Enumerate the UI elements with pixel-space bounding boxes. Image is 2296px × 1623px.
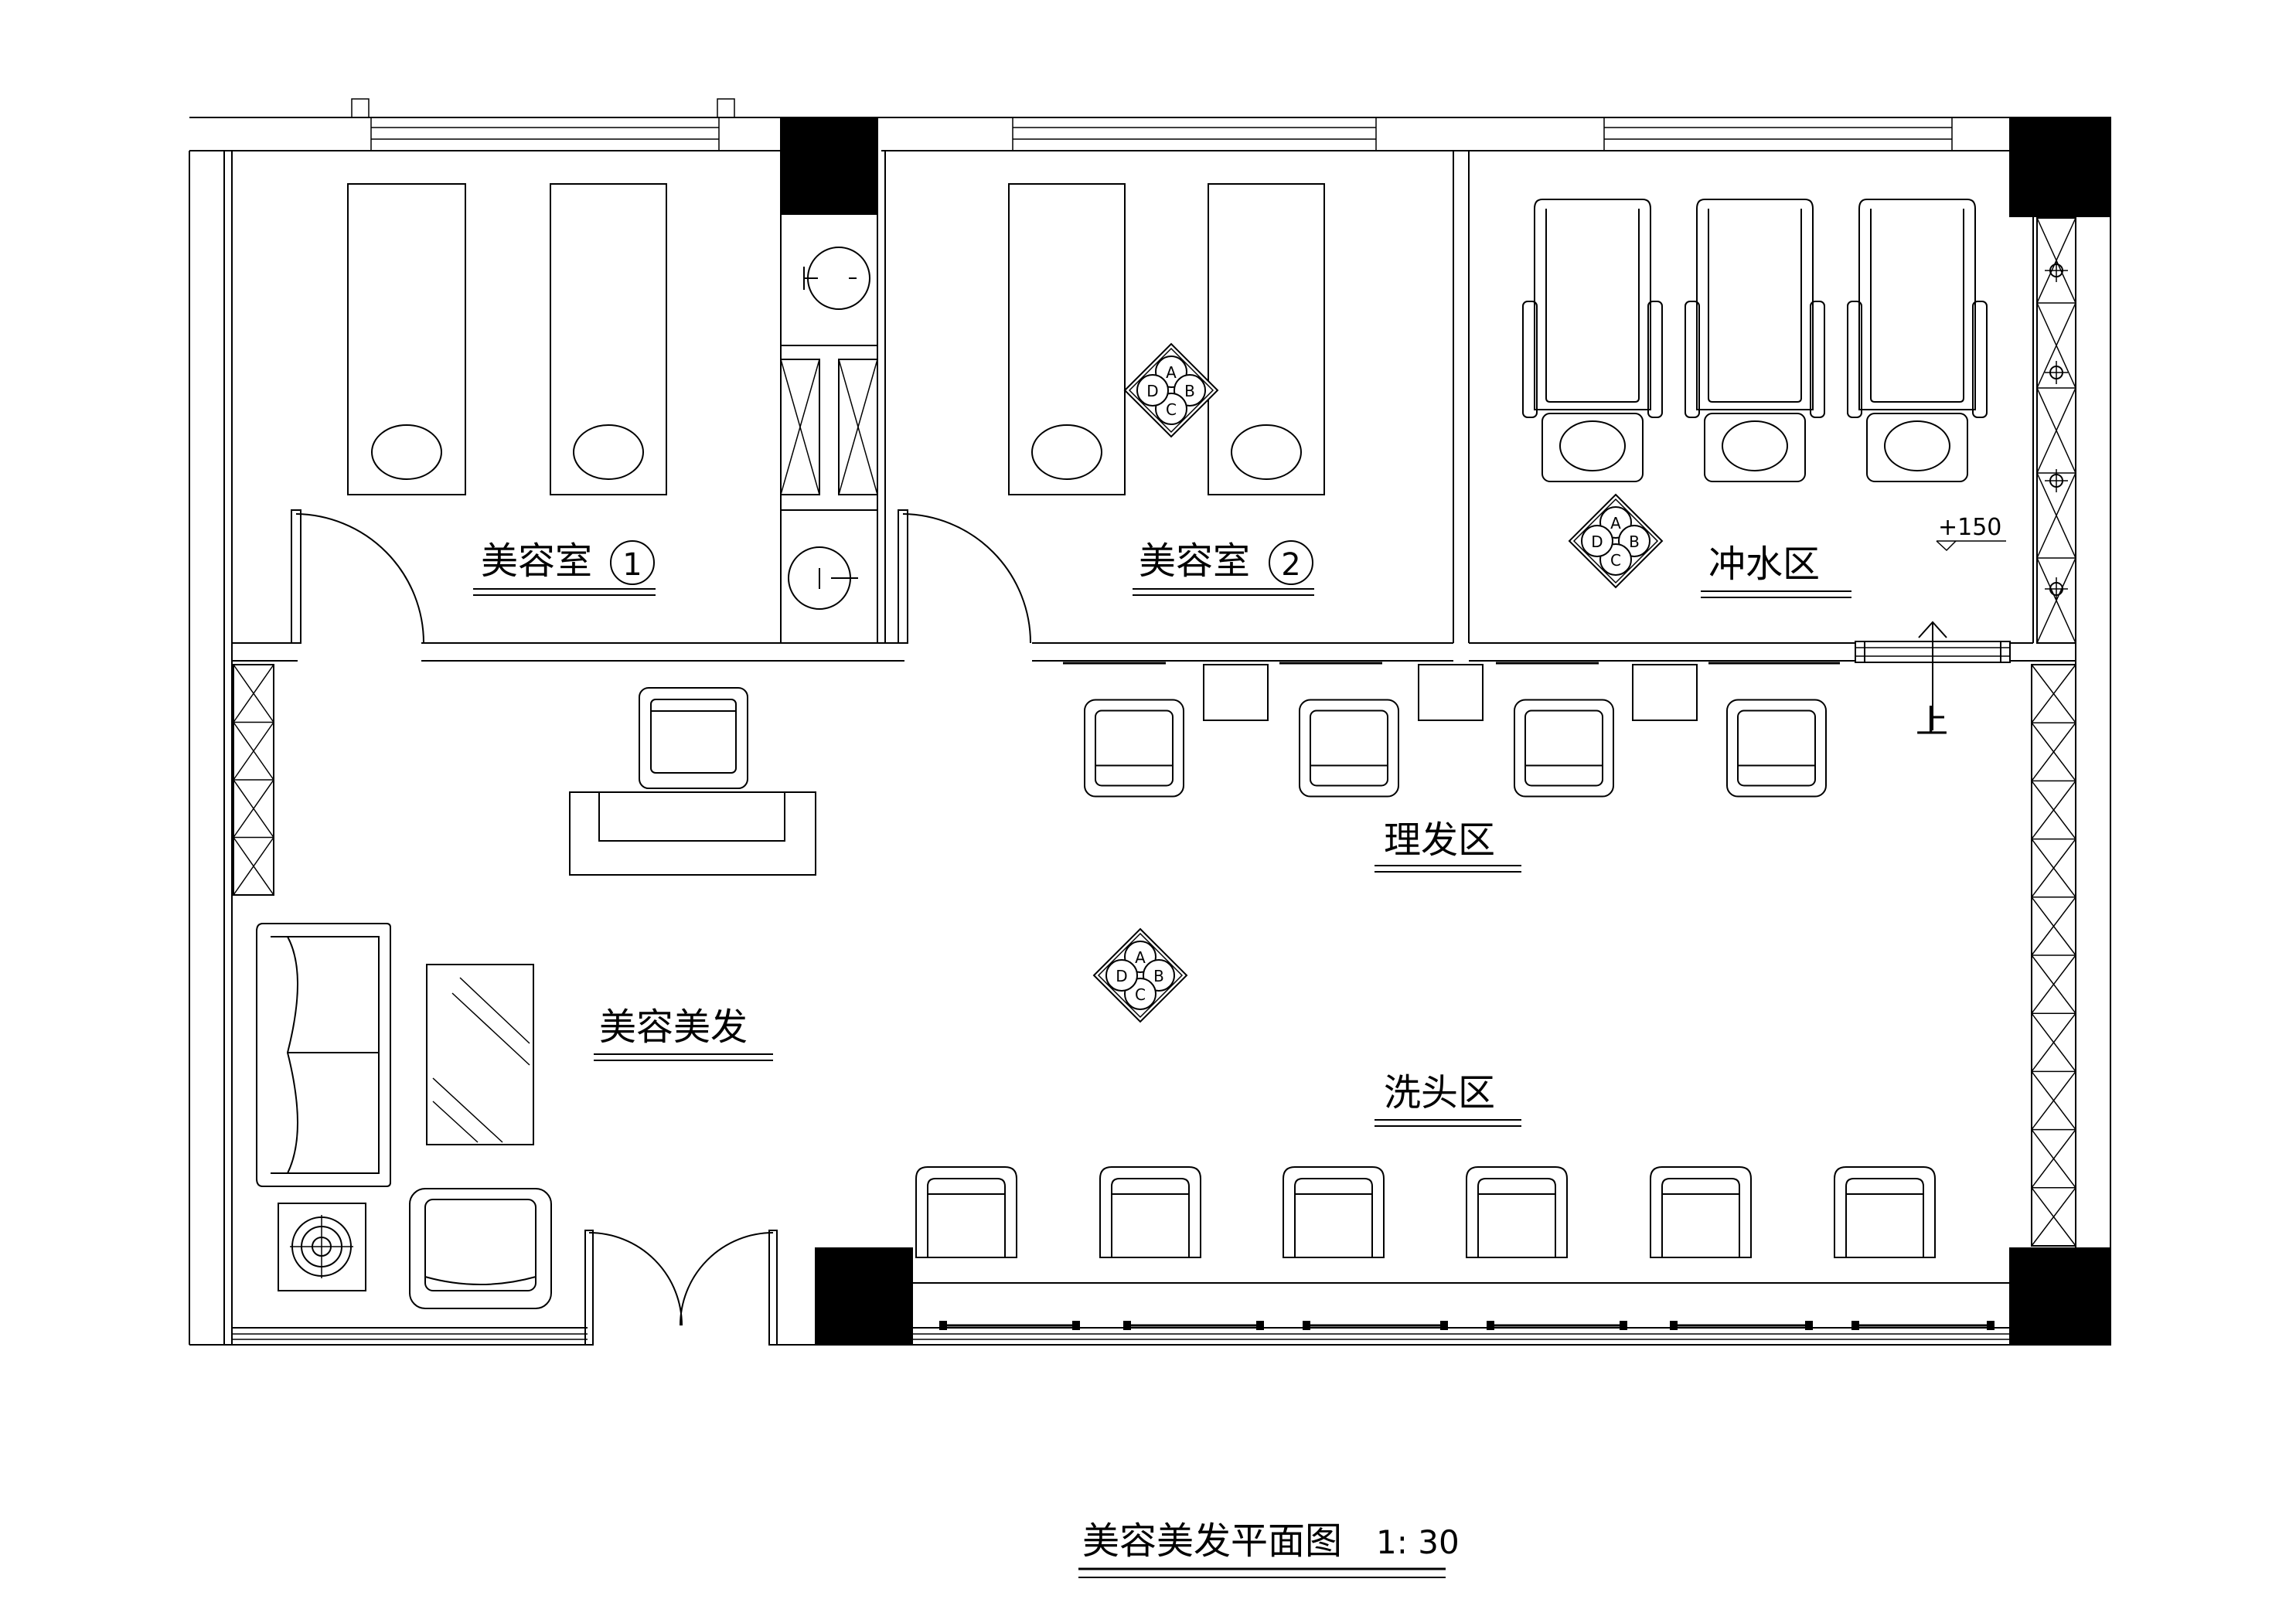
armchair[interactable] bbox=[409, 1188, 552, 1309]
room-label-haircut: 理发区 bbox=[1384, 818, 1495, 862]
side-table-lamp bbox=[278, 1203, 366, 1291]
haircut-chair[interactable] bbox=[1726, 699, 1827, 798]
sprinkler-letter: C bbox=[1135, 985, 1146, 1004]
reception-chair[interactable] bbox=[639, 687, 748, 789]
sprinkler-letter: B bbox=[1184, 382, 1195, 400]
entrance-double-door[interactable] bbox=[584, 1230, 778, 1346]
structural-columns bbox=[780, 117, 2111, 1346]
shampoo-bed[interactable] bbox=[1847, 199, 1988, 482]
cabinet-left bbox=[233, 664, 274, 896]
column-bottom-right bbox=[2009, 1247, 2111, 1346]
stair-label[interactable]: 上 bbox=[1916, 703, 1948, 740]
wash-chair[interactable] bbox=[915, 1166, 1017, 1258]
haircut-area: 理发区 bbox=[1063, 662, 1840, 873]
bed-headrest bbox=[371, 424, 442, 480]
reception-desk bbox=[569, 791, 816, 876]
top-window-left bbox=[351, 98, 735, 151]
massage-bed bbox=[1008, 183, 1126, 495]
shampoo-bed[interactable] bbox=[1522, 199, 1663, 482]
sofa[interactable] bbox=[256, 923, 391, 1187]
wash-chair[interactable] bbox=[1466, 1166, 1568, 1258]
wall-cabinets bbox=[233, 217, 2076, 1247]
outer-walls bbox=[189, 98, 2111, 1346]
cabinet-right bbox=[2031, 664, 2076, 1247]
interior-partitions bbox=[232, 151, 2076, 662]
bottom-window-panels bbox=[939, 1321, 1995, 1330]
sprinkler-letter: D bbox=[1591, 532, 1603, 551]
room-label-main-hall: 美容美发 bbox=[599, 1005, 748, 1049]
sprinkler-letter: D bbox=[1116, 967, 1127, 985]
wash-chair[interactable] bbox=[1099, 1166, 1201, 1258]
entry-step: 上 bbox=[1855, 621, 2011, 740]
wash-chair[interactable] bbox=[1283, 1166, 1385, 1258]
haircut-chair[interactable] bbox=[1514, 699, 1614, 798]
sprinkler-letter: A bbox=[1610, 514, 1621, 532]
room-label-beauty-1: 美容室 bbox=[481, 539, 592, 583]
bed-headrest bbox=[1031, 424, 1102, 480]
bed-headrest bbox=[1231, 424, 1302, 480]
bed-headrest bbox=[573, 424, 644, 480]
room-tag-1: 1 bbox=[622, 547, 642, 583]
reception-area bbox=[569, 687, 816, 876]
door-room-1[interactable] bbox=[291, 509, 424, 644]
sprinkler-letter: A bbox=[1166, 363, 1177, 382]
wash-chair[interactable] bbox=[1650, 1166, 1752, 1258]
shampoo-bed[interactable] bbox=[1685, 199, 1825, 482]
hair-wash-area: 洗头区 bbox=[915, 1071, 1936, 1258]
sprinkler-letter: B bbox=[1153, 967, 1164, 985]
beauty-room-1: 美容室 1 bbox=[291, 183, 667, 644]
wash-chair[interactable] bbox=[1834, 1166, 1936, 1258]
massage-bed bbox=[1208, 183, 1325, 495]
room-label-rinse: 冲水区 bbox=[1708, 543, 1820, 586]
haircut-chair[interactable] bbox=[1299, 699, 1399, 798]
beauty-room-2: 美容室 2 bbox=[898, 183, 1325, 644]
styling-stool bbox=[1203, 664, 1269, 721]
sprinkler-letter: C bbox=[1610, 551, 1621, 570]
sink-corridor bbox=[780, 213, 878, 644]
room-tag-2: 2 bbox=[1281, 547, 1300, 583]
styling-stool bbox=[1632, 664, 1698, 721]
room-label-hair-wash: 洗头区 bbox=[1384, 1071, 1495, 1114]
drawing-scale: 1: 30 bbox=[1376, 1523, 1460, 1561]
door-room-2[interactable] bbox=[898, 509, 1031, 644]
sprinkler-letter: D bbox=[1146, 382, 1158, 400]
waiting-lounge: 美容美发 bbox=[256, 923, 773, 1309]
level-mark: +150 bbox=[1938, 514, 2001, 541]
top-window-right bbox=[1012, 117, 1953, 151]
sprinkler-letter: A bbox=[1135, 948, 1146, 967]
column-top-right bbox=[2009, 117, 2111, 217]
column-top-middle bbox=[780, 117, 878, 215]
title-block: 美容美发平面图 1: 30 bbox=[1078, 1519, 1460, 1578]
coffee-table bbox=[426, 964, 534, 1145]
drawing-title: 美容美发平面图 bbox=[1082, 1519, 1342, 1563]
rinse-area: 冲水区 +150 bbox=[1522, 199, 2006, 598]
cabinet-rinse bbox=[2036, 217, 2076, 644]
sprinkler-letter: B bbox=[1629, 532, 1640, 551]
styling-stool bbox=[1418, 664, 1484, 721]
massage-bed bbox=[550, 183, 667, 495]
room-label-beauty-2: 美容室 bbox=[1139, 539, 1250, 583]
haircut-chair[interactable] bbox=[1084, 699, 1184, 798]
column-bottom-left bbox=[815, 1247, 913, 1346]
sprinkler-letter: C bbox=[1166, 400, 1177, 419]
massage-bed bbox=[347, 183, 466, 495]
